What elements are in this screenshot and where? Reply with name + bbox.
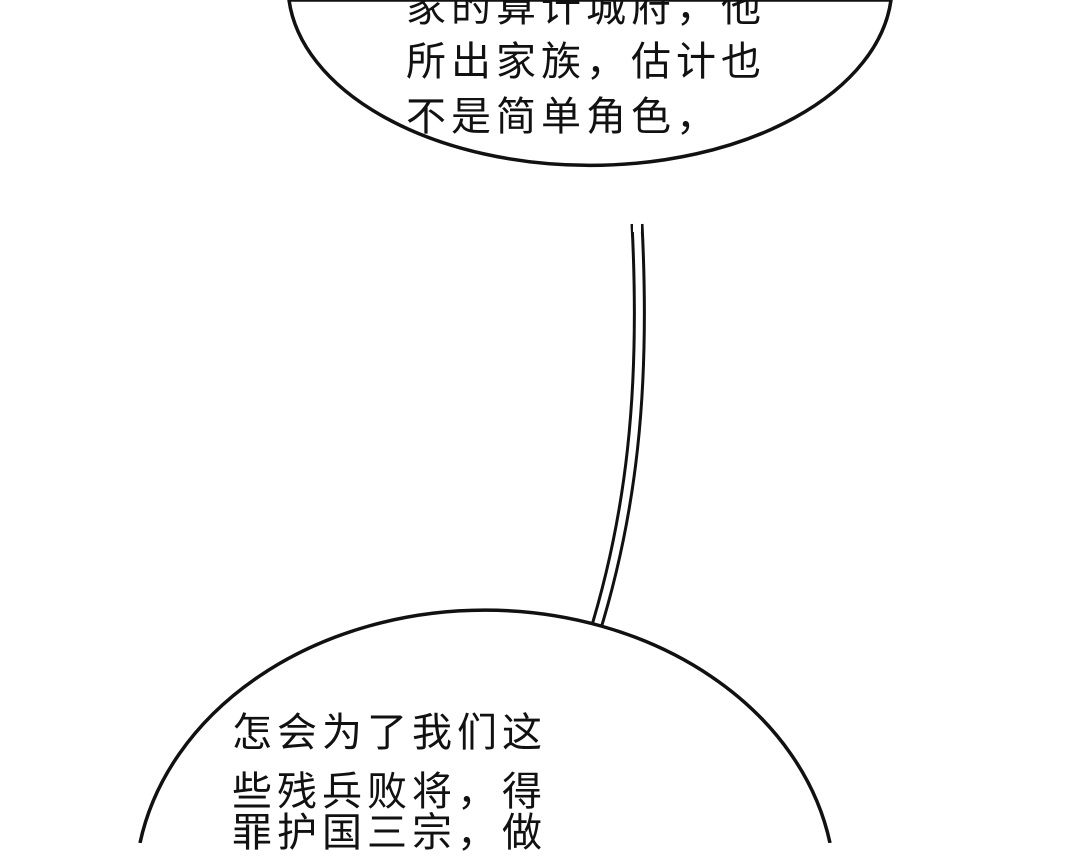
speech-bubble-bottom [138, 608, 832, 843]
dialogue-line: 家的算计城府，他 [406, 0, 766, 31]
bubble-tail-outline [586, 223, 646, 669]
dialogue-line: 怎会为了我们这 [232, 710, 547, 756]
dialogue-line: 不是简单角色， [406, 94, 721, 140]
dialogue-line: 罪护国三宗，做 [232, 810, 547, 856]
speech-bubble-top [287, 0, 893, 168]
dialogue-line: 些残兵败将，得 [232, 769, 547, 815]
bubble-tail-outline [576, 223, 636, 669]
dialogue-line: 所出家族，估计也 [406, 39, 766, 85]
